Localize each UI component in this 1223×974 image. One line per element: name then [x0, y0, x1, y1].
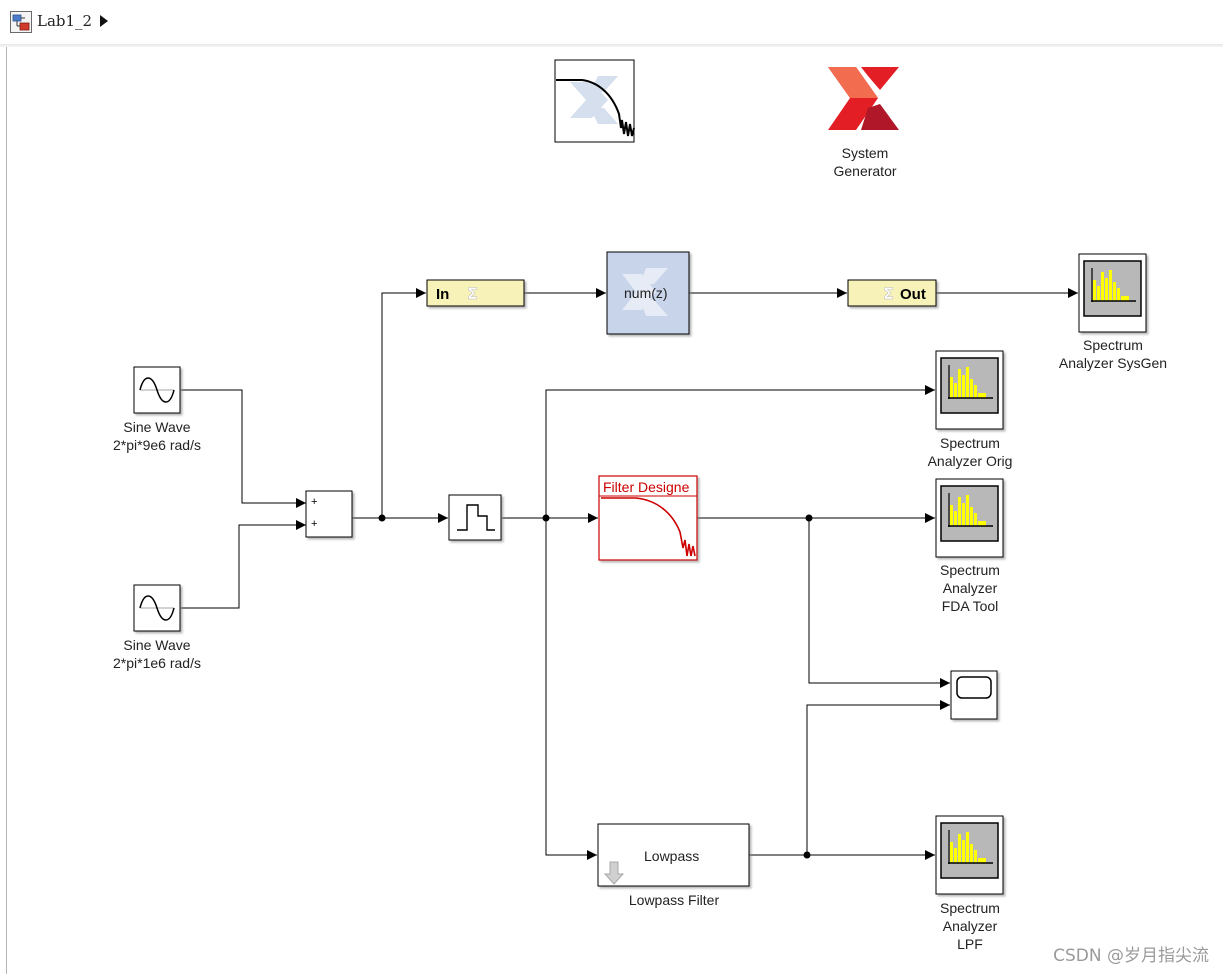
scope-icon [956, 676, 992, 699]
sine1-label-line1: Sine Wave [123, 419, 191, 435]
breadcrumb-bar: Lab1_2 [0, 0, 1223, 45]
spec-fda-line2: Analyzer [942, 580, 998, 596]
spec-sysgen-line2: Analyzer SysGen [1058, 355, 1168, 371]
spec-fda-line1: Spectrum [940, 562, 1000, 578]
spectrum-analyzer-icon [950, 832, 986, 863]
zero-order-hold-block[interactable] [448, 494, 502, 541]
spectrum-analyzer-lpf-block[interactable] [935, 815, 1004, 895]
gateway-in-label: In [436, 286, 450, 303]
signal-lowpass-to-scope[interactable] [806, 700, 950, 855]
branch-points [378, 514, 813, 859]
filter-response-icon [601, 497, 696, 557]
csdn-watermark: CSDN @岁月指尖流 [1053, 946, 1209, 966]
signal-sine2-to-sum[interactable] [181, 520, 306, 609]
signal-zoh-to-spectrum-orig[interactable] [545, 385, 935, 518]
branch-point [542, 514, 550, 522]
sum-block[interactable] [305, 490, 353, 538]
breadcrumb-model-name[interactable]: Lab1_2 [37, 12, 93, 30]
spectrum-analyzer-fda-block[interactable] [935, 478, 1004, 558]
sine2-label-line1: Sine Wave [123, 637, 191, 653]
sysgen-label-line2: Generator [833, 163, 897, 179]
spectrum-analyzer-icon [950, 367, 986, 398]
zero-order-hold-icon [457, 504, 495, 531]
gateway-out-label: Out [900, 286, 926, 303]
sine1-label-line2: 2*pi*9e6 rad/s [113, 437, 201, 453]
sine-wave-1-label: Sine Wave 2*pi*9e6 rad/s [113, 418, 201, 454]
sysgen-token-label: System Generator [833, 144, 896, 180]
spectrum-analyzer-icon [950, 495, 986, 526]
xilinx-logo-icon [622, 268, 668, 316]
breadcrumb-bar-shadow [0, 44, 1223, 47]
spectrum-analyzer-orig-block[interactable] [935, 350, 1004, 430]
spec-orig-line2: Analyzer Orig [927, 453, 1013, 469]
sysgen-label-line1: System [841, 145, 889, 161]
spectrum-orig-label: Spectrum Analyzer Orig [928, 434, 1013, 470]
spectrum-analyzer-icon [1093, 270, 1129, 301]
sum-port-2-sign: + [311, 518, 318, 530]
fir-compiler-block[interactable] [606, 251, 690, 335]
signal-sum-to-gateway-in[interactable] [381, 288, 426, 518]
branch-point [805, 514, 813, 522]
sine-wave-2-label: Sine Wave 2*pi*1e6 rad/s [113, 636, 201, 672]
sine2-label-line2: 2*pi*1e6 rad/s [113, 655, 201, 671]
simulink-model-icon[interactable] [10, 11, 32, 33]
sum-port-1-sign: + [311, 496, 318, 508]
sine-wave-icon [139, 377, 175, 403]
signal-fda-to-scope[interactable] [808, 518, 950, 688]
signal-lines [181, 288, 1078, 860]
spec-lpf-line1: Spectrum [940, 900, 1000, 916]
down-arrow-icon [603, 861, 625, 885]
spectrum-sysgen-label: Spectrum Analyzer SysGen [1059, 336, 1167, 372]
xilinx-logo-icon [570, 76, 618, 124]
gateway-out-block[interactable]: Σ [847, 279, 937, 307]
fir-block-label: num(z) [624, 285, 668, 301]
xilinx-logo-icon: Σ [883, 284, 894, 303]
xilinx-logo-icon: Σ [467, 284, 478, 303]
lowpass-inner-label: Lowpass [644, 848, 700, 864]
spec-orig-line1: Spectrum [940, 435, 1000, 451]
spectrum-analyzer-sysgen-block[interactable] [1078, 253, 1147, 333]
sine-wave-block-1[interactable] [133, 366, 181, 414]
spectrum-fda-label: Spectrum Analyzer FDA Tool [940, 561, 1000, 615]
gateway-in-block[interactable]: Σ [426, 279, 525, 307]
spec-lpf-line3: LPF [957, 936, 983, 952]
signal-sine1-to-sum[interactable] [181, 389, 306, 508]
spec-fda-line3: FDA Tool [941, 598, 999, 614]
canvas-left-border [6, 47, 7, 974]
lowpass-name-text: Lowpass Filter [628, 892, 720, 908]
branch-point [803, 851, 811, 859]
filter-response-icon [556, 79, 635, 137]
lowpass-filter-block[interactable] [597, 823, 750, 887]
spectrum-lpf-label: Spectrum Analyzer LPF [940, 899, 1000, 953]
sine-wave-block-2[interactable] [133, 584, 181, 632]
scope-block[interactable] [950, 670, 998, 720]
lowpass-filter-name: Lowpass Filter [629, 891, 719, 909]
filter-designer-block[interactable] [598, 475, 698, 561]
sine-wave-icon [139, 595, 175, 621]
triangle-right-icon[interactable] [99, 14, 109, 28]
branch-point [378, 514, 386, 522]
spec-sysgen-line1: Spectrum [1083, 337, 1143, 353]
filter-designer-title: Filter Designe [603, 479, 690, 495]
spec-lpf-line2: Analyzer [942, 918, 998, 934]
signal-zoh-to-lowpass[interactable] [545, 518, 597, 860]
xilinx-logo-icon[interactable] [828, 67, 899, 130]
fdatool-block[interactable] [554, 59, 635, 143]
